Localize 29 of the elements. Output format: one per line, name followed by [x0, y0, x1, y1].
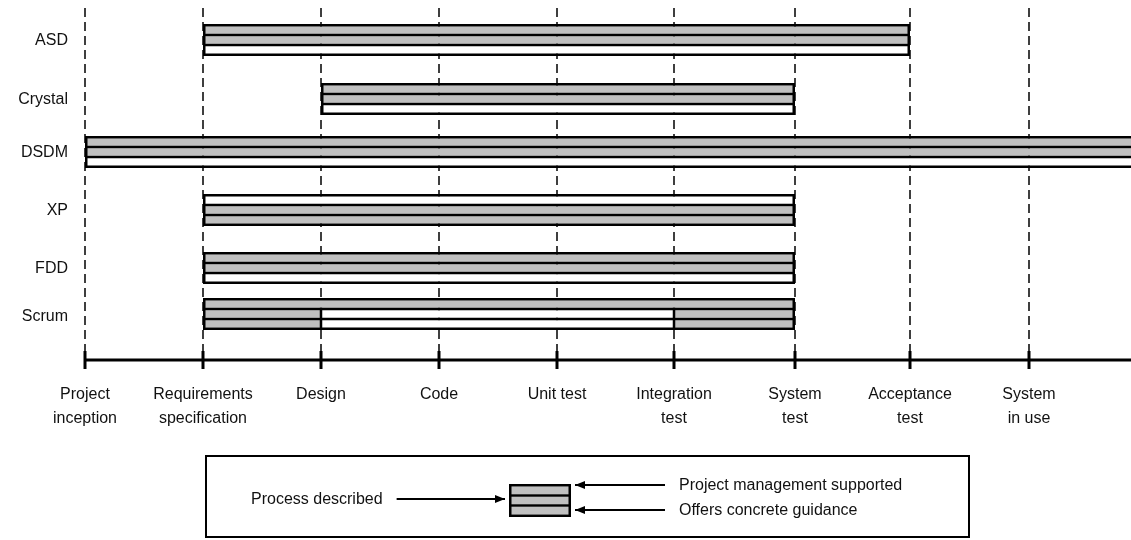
- legend-text: Offers concrete guidance: [679, 500, 858, 520]
- phase-label: Integration test: [635, 384, 713, 428]
- arrow: [395, 495, 506, 503]
- phase-label: Code: [418, 384, 460, 404]
- phase-label: Acceptance test: [867, 384, 953, 428]
- row-label: Scrum: [20, 306, 68, 326]
- timeline-bar: [203, 194, 795, 226]
- phase-label: Project inception: [51, 384, 118, 428]
- legend-text: Project management supported: [679, 475, 903, 495]
- phase-label: Design: [295, 384, 347, 404]
- phase-label: Requirements specification: [152, 384, 254, 428]
- legend-sample-bar: [509, 484, 571, 517]
- phase-label: Unit test: [526, 384, 588, 404]
- arrow: [574, 481, 666, 489]
- row-label: XP: [45, 200, 68, 220]
- arrow: [574, 506, 666, 514]
- timeline-bar: [203, 298, 795, 330]
- row-label: FDD: [34, 258, 68, 278]
- phase-label: System test: [767, 384, 823, 428]
- timeline-bar: [203, 252, 795, 284]
- phase-label: System in use: [1001, 384, 1057, 428]
- row-label: Crystal: [17, 89, 68, 109]
- row-label: DSDM: [19, 142, 68, 162]
- timeline-bar: [203, 24, 910, 56]
- row-label: ASD: [34, 30, 68, 50]
- legend-text: Process described: [251, 489, 383, 509]
- legend-box: [205, 455, 970, 538]
- timeline-bar: [321, 83, 795, 115]
- timeline-bar: [85, 136, 1131, 168]
